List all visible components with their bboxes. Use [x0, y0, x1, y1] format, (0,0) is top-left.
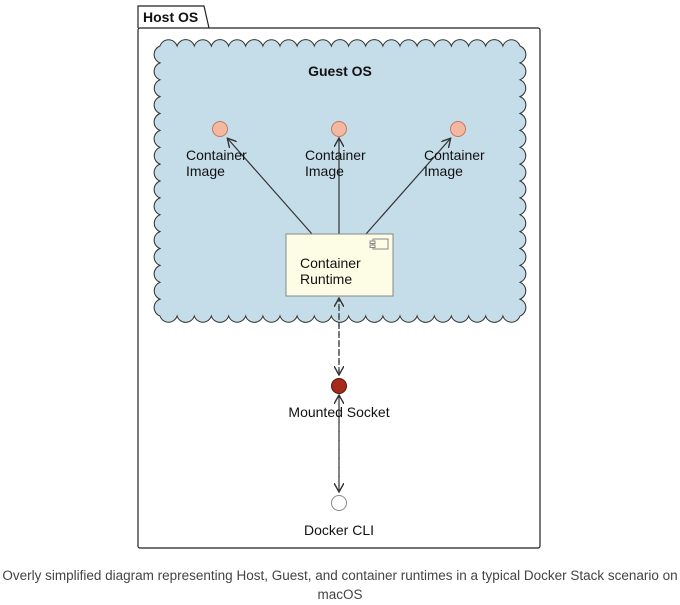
container-image-label-line2: Image: [305, 163, 344, 179]
container-image-label-line1: Container: [305, 147, 366, 163]
docker-cli: Docker CLI: [304, 495, 374, 538]
docker-cli-label: Docker CLI: [304, 522, 374, 538]
container-image-1: Container Image: [186, 121, 247, 179]
guest-os-cloud-shape: [153, 39, 527, 323]
guest-os-label: Guest OS: [308, 63, 372, 79]
mounted-socket: Mounted Socket: [288, 378, 390, 420]
mounted-socket-node: [331, 378, 347, 394]
host-os-label: Host OS: [143, 9, 198, 25]
component-icon: [369, 238, 389, 250]
arrow-runtime-to-image-3: [365, 139, 450, 235]
runtime-to-image-arrows: [228, 139, 450, 235]
docker-cli-node: [331, 495, 347, 511]
container-image-2: Container Image: [305, 121, 366, 179]
host-os-package: Host OS: [137, 5, 541, 549]
guest-os-cloud: Guest OS: [153, 39, 527, 323]
container-image-node: [212, 121, 228, 137]
container-image-3: Container Image: [424, 121, 485, 179]
container-runtime-label-line2: Runtime: [300, 271, 352, 287]
mounted-socket-label: Mounted Socket: [288, 404, 389, 420]
arrow-runtime-to-image-1: [228, 139, 313, 235]
container-image-label-line1: Container: [186, 147, 247, 163]
container-image-label-line1: Container: [424, 147, 485, 163]
architecture-diagram: Host OS Guest OS Container Image Contain…: [137, 5, 541, 549]
container-runtime-component: Container Runtime: [285, 233, 394, 297]
host-os-frame: [137, 27, 541, 549]
container-image-node: [331, 121, 347, 137]
container-image-label-line2: Image: [424, 163, 463, 179]
container-image-node: [450, 121, 466, 137]
container-image-label-line2: Image: [186, 163, 225, 179]
host-os-tab: [137, 5, 210, 29]
container-runtime-label-line1: Container: [300, 255, 361, 271]
figure-caption: Overly simplified diagram representing H…: [2, 568, 678, 602]
